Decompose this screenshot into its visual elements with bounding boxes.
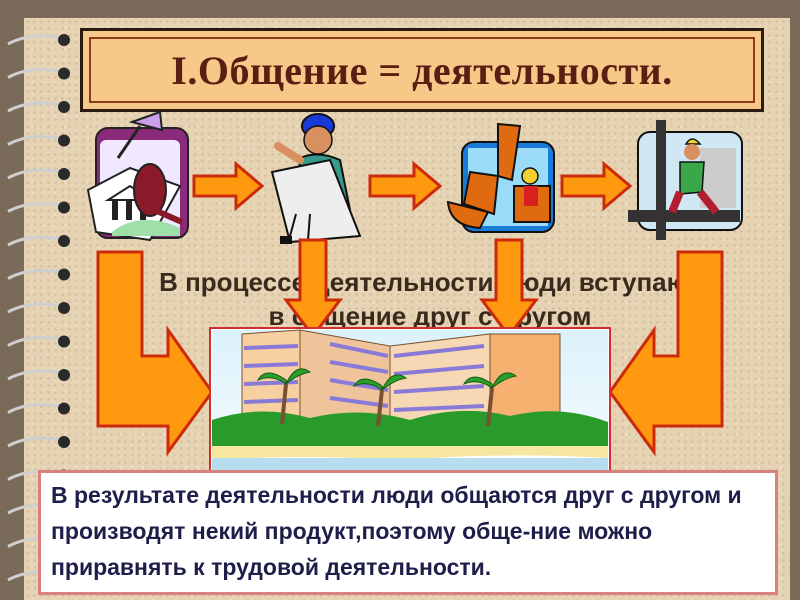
title-box: I.Общение = деятельности.: [80, 28, 764, 112]
ring-hole: [58, 34, 70, 46]
spiral-ring: [7, 101, 63, 113]
spiral-ring: [7, 403, 63, 414]
ring-hole: [58, 335, 70, 348]
ring-hole: [58, 201, 70, 214]
big-arrow-left: [96, 250, 214, 457]
ring-hole: [58, 302, 70, 314]
conclusion-text: В результате деятельности люди общаются …: [51, 482, 742, 580]
spiral-ring: [7, 369, 63, 381]
spiral-ring: [7, 269, 63, 280]
ring-hole: [58, 369, 70, 381]
construction-worker-icon: [628, 120, 743, 240]
title-inner-border: [89, 37, 755, 103]
ring-hole: [58, 134, 70, 147]
building-complex-image: [209, 327, 611, 475]
flow-arrow-2: [368, 160, 443, 212]
spiral-ring: [7, 436, 63, 448]
down-arrow-1: [283, 238, 343, 339]
spiral-ring: [7, 302, 63, 314]
foreman-blueprint-icon: [270, 113, 362, 244]
ring-hole: [58, 168, 70, 180]
spiral-ring: [7, 68, 63, 79]
ring-hole: [58, 268, 70, 281]
middle-caption-line1: В процессе деятельности люди вступают: [159, 267, 701, 297]
page-title: I.Общение = деятельности.: [171, 47, 673, 93]
ring-hole: [58, 101, 70, 113]
down-arrow-2: [479, 238, 539, 339]
ring-hole: [58, 402, 70, 415]
ring-hole: [58, 436, 70, 448]
conclusion-box: В результате деятельности люди общаются …: [38, 470, 778, 595]
spiral-ring: [7, 168, 63, 180]
ring-hole: [58, 235, 70, 247]
design-clipart-icon: [86, 110, 189, 242]
big-arrow-right: [608, 250, 724, 457]
spiral-ring: [7, 202, 63, 213]
flow-arrow-1: [192, 160, 265, 212]
ring-hole: [58, 67, 70, 80]
spiral-ring: [7, 135, 63, 146]
palm-trees: [256, 368, 518, 427]
flow-arrow-3: [560, 160, 633, 212]
spiral-ring: [7, 336, 63, 347]
spiral-ring: [7, 235, 63, 247]
excavator-icon: [446, 122, 555, 233]
spiral-ring: [7, 34, 63, 46]
